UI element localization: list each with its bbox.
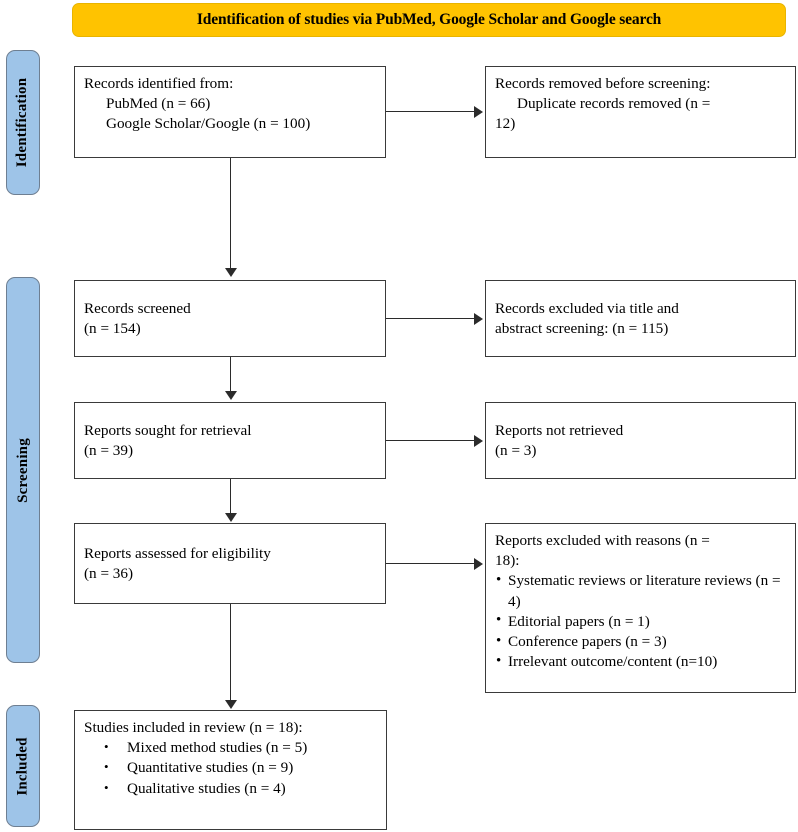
- box-studies-included: Studies included in review (n = 18): Mix…: [74, 710, 387, 830]
- arrowhead-right-icon: [474, 435, 483, 447]
- connector-identified-to-removed: [386, 111, 476, 113]
- box-reports-assessed-eligibility: Reports assessed for eligibility (n = 36…: [74, 523, 386, 604]
- list-item: Systematic reviews or literature reviews…: [495, 571, 786, 611]
- box-reports-excluded-reasons: Reports excluded with reasons (n = 18): …: [485, 523, 796, 693]
- arrowhead-down-icon: [224, 391, 237, 400]
- box-records-identified: Records identified from: PubMed (n = 66)…: [74, 66, 386, 158]
- box-records-removed-line1: Records removed before screening:: [495, 75, 711, 92]
- box-reports-assessed-eligibility-line2: (n = 36): [84, 565, 134, 582]
- box-records-removed-line2: Duplicate records removed (n =: [517, 95, 711, 113]
- box-records-identified-line2: PubMed (n = 66): [106, 95, 211, 113]
- connector-screened-to-excluded: [386, 318, 476, 320]
- box-reports-sought: Reports sought for retrieval (n = 39): [74, 402, 386, 479]
- box-reports-excluded-reasons-line2: 18):: [495, 552, 520, 570]
- box-records-identified-line1: Records identified from:: [84, 75, 234, 92]
- box-records-excluded-screening-line2: abstract screening: (n = 115): [495, 320, 669, 337]
- box-records-excluded-screening: Records excluded via title and abstract …: [485, 280, 796, 357]
- arrowhead-right-icon: [474, 558, 483, 570]
- connector-eligibility-to-included: [230, 604, 232, 701]
- stage-label-included: Included: [6, 705, 40, 827]
- stage-label-screening: Screening: [6, 277, 40, 663]
- box-records-screened: Records screened (n = 154): [74, 280, 386, 357]
- box-studies-included-line1: Studies included in review (n = 18):: [84, 719, 303, 736]
- box-records-excluded-screening-line1: Records excluded via title and: [495, 299, 679, 317]
- box-reports-sought-line1: Reports sought for retrieval: [84, 421, 252, 439]
- connector-sought-to-not-retrieved: [386, 440, 476, 442]
- stage-label-screening-text: Screening: [14, 437, 31, 503]
- header-banner: Identification of studies via PubMed, Go…: [72, 3, 786, 37]
- box-reports-sought-line2: (n = 39): [84, 442, 134, 459]
- box-reports-not-retrieved-line2: (n = 3): [495, 442, 537, 459]
- header-title: Identification of studies via PubMed, Go…: [196, 11, 662, 29]
- connector-eligibility-to-excluded-reasons: [386, 563, 476, 565]
- arrowhead-right-icon: [474, 313, 483, 325]
- list-item: Conference papers (n = 3): [495, 632, 786, 652]
- arrowhead-right-icon: [474, 106, 483, 118]
- stage-label-identification-text: Identification: [14, 77, 31, 168]
- box-records-removed-line3: 12): [495, 115, 516, 133]
- box-studies-included-list: Mixed method studies (n = 5) Quantitativ…: [84, 738, 377, 799]
- list-item: Quantitative studies (n = 9): [84, 758, 377, 778]
- box-reports-assessed-eligibility-line1: Reports assessed for eligibility: [84, 544, 271, 562]
- arrowhead-down-icon: [224, 268, 237, 277]
- connector-screened-to-sought: [230, 357, 232, 393]
- box-reports-not-retrieved-line1: Reports not retrieved: [495, 421, 624, 439]
- box-records-identified-line3: Google Scholar/Google (n = 100): [106, 115, 311, 133]
- list-item: Mixed method studies (n = 5): [84, 738, 377, 758]
- list-item: Irrelevant outcome/content (n=10): [495, 652, 786, 672]
- connector-identified-to-screened: [230, 158, 232, 271]
- box-reports-excluded-reasons-line1: Reports excluded with reasons (n =: [495, 532, 710, 549]
- box-reports-excluded-reasons-list: Systematic reviews or literature reviews…: [495, 571, 786, 672]
- list-item: Editorial papers (n = 1): [495, 611, 786, 632]
- stage-label-identification: Identification: [6, 50, 40, 195]
- box-records-screened-line2: (n = 154): [84, 320, 141, 337]
- stage-label-included-text: Included: [14, 736, 31, 796]
- list-item: Qualitative studies (n = 4): [84, 779, 377, 799]
- arrowhead-down-icon: [224, 513, 237, 522]
- box-records-removed: Records removed before screening: Duplic…: [485, 66, 796, 158]
- box-reports-not-retrieved: Reports not retrieved (n = 3): [485, 402, 796, 479]
- arrowhead-down-icon: [224, 700, 237, 709]
- connector-sought-to-eligibility: [230, 479, 232, 514]
- box-records-screened-line1: Records screened: [84, 299, 191, 317]
